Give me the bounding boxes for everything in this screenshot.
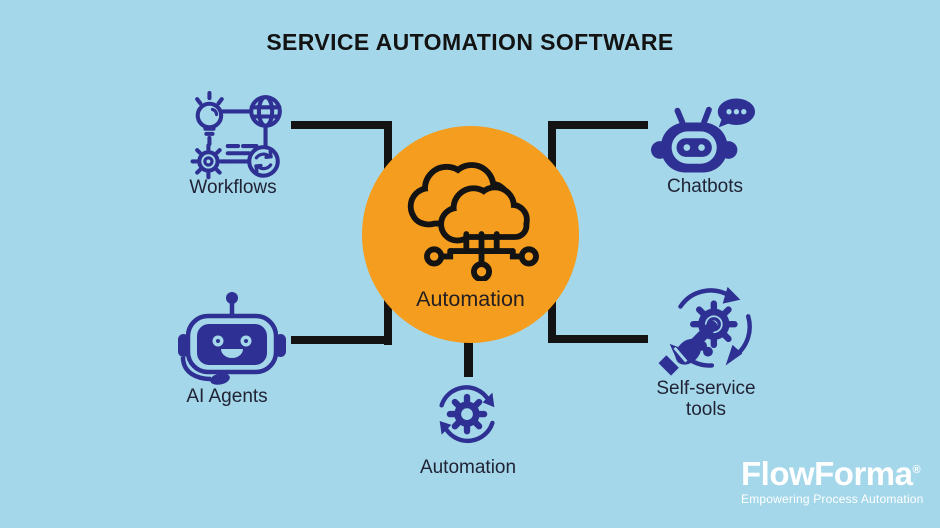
node-label-ai-agents: AI Agents (186, 386, 268, 407)
automation-gear-icon (439, 385, 495, 444)
logo-wordmark: FlowForma® (741, 455, 921, 492)
connector-left-top (291, 121, 392, 129)
node-label-workflows: Workflows (189, 177, 277, 198)
center-node-circle (362, 126, 579, 343)
flowforma-logo: FlowForma® Empowering Process Automation (741, 454, 926, 506)
node-label-automation: Automation (419, 457, 517, 478)
chatbot-icon (651, 98, 756, 173)
registered-trademark: ® (912, 464, 921, 476)
cloud-network-icon (393, 142, 539, 282)
center-node-label: Automation (416, 287, 525, 311)
self-service-hand-gear-icon (658, 286, 752, 376)
connector-right-bottom (548, 335, 648, 343)
node-label-self-service: Self-service tools (656, 378, 756, 420)
ai-agent-robot-icon (178, 292, 286, 385)
node-label-chatbots: Chatbots (666, 176, 744, 197)
page-title: SERVICE AUTOMATION SOFTWARE (266, 29, 674, 55)
logo-tagline: Empowering Process Automation (741, 492, 924, 506)
connector-bottom-vertical (464, 338, 473, 377)
connector-left-bottom (291, 336, 392, 344)
connector-right-top (548, 121, 648, 129)
workflow-icon (190, 91, 282, 180)
